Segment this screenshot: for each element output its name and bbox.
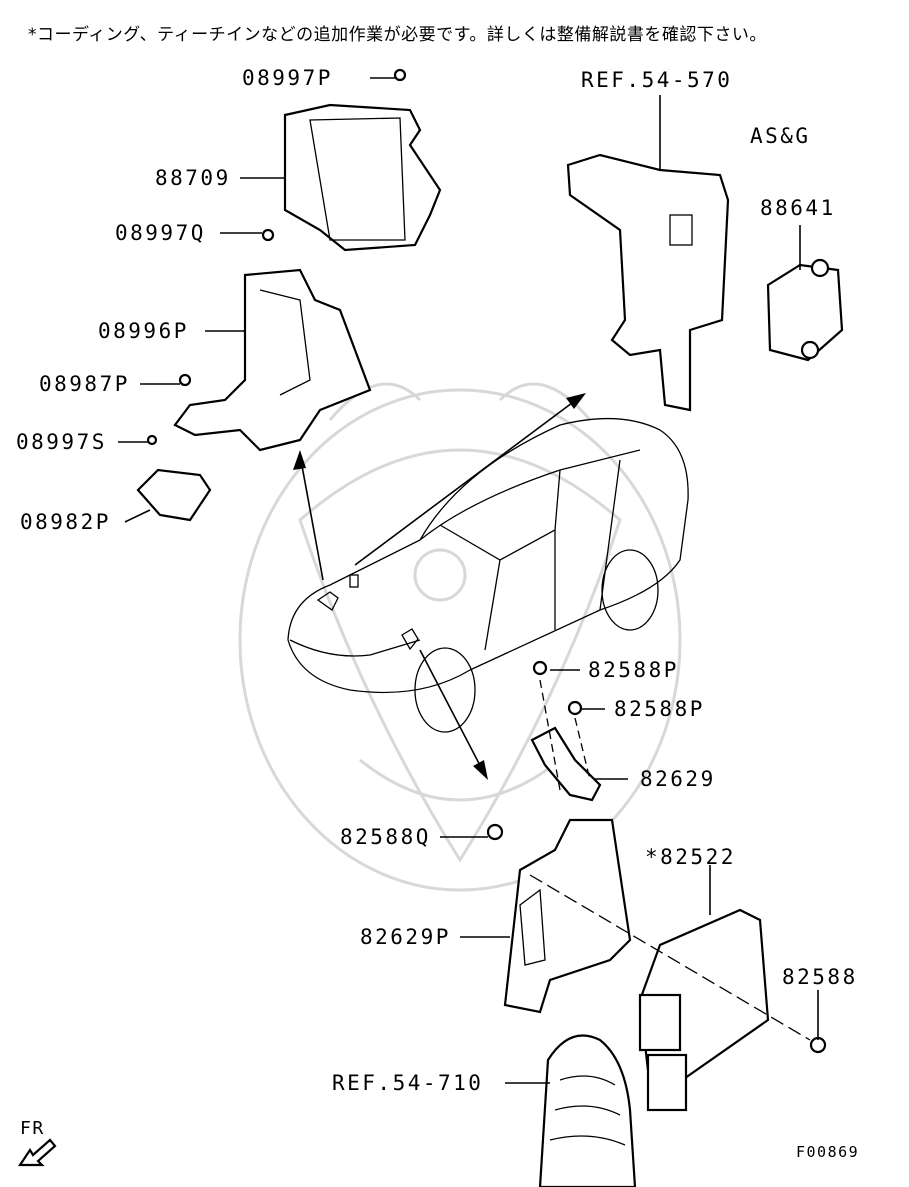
label-08996p: 08996P (98, 319, 189, 343)
label-88709: 88709 (155, 166, 231, 190)
ecu-82522 (529, 874, 827, 1112)
label-88641: 88641 (760, 196, 836, 220)
label-08982p: 08982P (20, 510, 111, 534)
label-82588q: 82588Q (340, 825, 431, 849)
bracket-08996p (136, 268, 372, 522)
label-fr: FR (20, 1118, 45, 1139)
label-08997q: 08997Q (115, 221, 206, 245)
pointer-arrows (293, 393, 586, 780)
label-08997p: 08997P (242, 66, 333, 90)
figure-id: F00869 (796, 1143, 860, 1161)
bracket-82629 (530, 660, 602, 802)
receiver-88641 (766, 258, 844, 362)
airbag-module-88709 (261, 68, 442, 252)
harness-ref-54-710 (538, 1034, 637, 1187)
label-08997s: 08997S (16, 430, 107, 454)
label-82588: 82588 (782, 965, 858, 989)
front-direction-arrow-icon (17, 1138, 57, 1167)
caution-note: *コーディング、ティーチインなどの追加作業が必要です。詳しくは整備解説書を確認下… (28, 25, 767, 45)
label-82522: *82522 (645, 845, 736, 869)
vehicle-outline (287, 417, 689, 733)
label-82588p-upper: 82588P (588, 658, 679, 682)
label-08987p: 08987P (39, 372, 130, 396)
panel-ref-54-570 (566, 153, 730, 412)
leader-lines (118, 77, 819, 1084)
label-ref-54-570: REF.54-570 (581, 68, 733, 92)
label-82629p: 82629P (360, 925, 451, 949)
label-ref-54-710: REF.54-710 (332, 1071, 484, 1095)
label-asg: AS&G (750, 124, 811, 148)
watermark-emblem (238, 382, 682, 892)
label-82629: 82629 (640, 767, 716, 791)
label-82588p-lower: 82588P (614, 697, 705, 721)
bracket-82629p (486, 818, 632, 1014)
